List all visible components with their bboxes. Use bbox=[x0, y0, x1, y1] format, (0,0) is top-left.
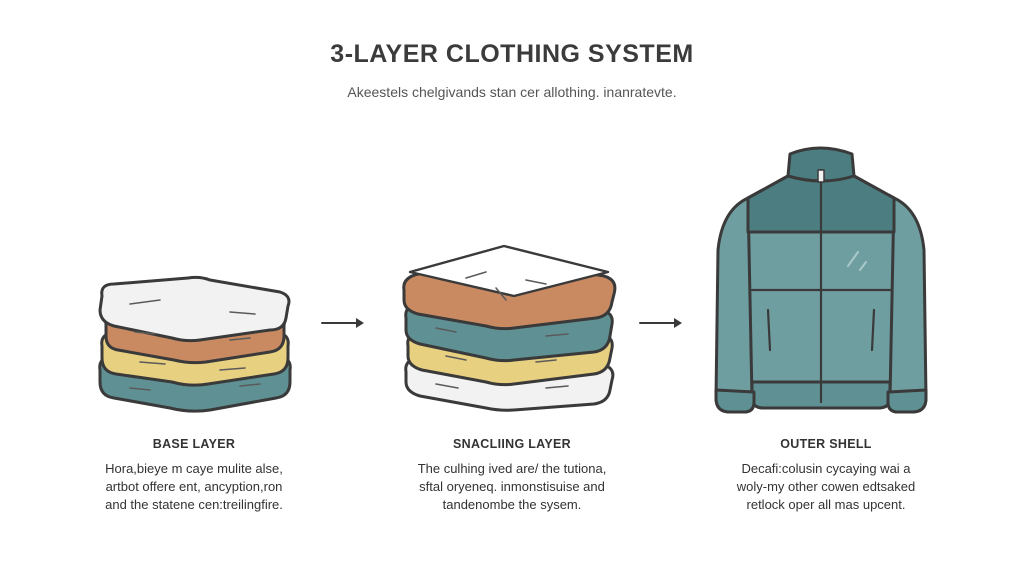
jacket-icon bbox=[714, 146, 928, 414]
folded-stack-icon bbox=[98, 275, 292, 413]
page-title: 3-LAYER CLOTHING SYSTEM bbox=[330, 40, 694, 68]
middle-layer-desc-line: The culhing ived are/ the tutiona, bbox=[417, 461, 607, 476]
middle-layer-desc-line: sftal oryeneq. inmonstisuise and bbox=[419, 479, 605, 494]
base-layer-desc-line: artbot offere ent, ancyption,ron bbox=[105, 479, 283, 494]
middle-layer-description: The culhing ived are/ the tutiona, sftal… bbox=[362, 460, 662, 514]
base-layer-label: BASE LAYER bbox=[152, 437, 236, 451]
layered-stack-icon bbox=[402, 244, 617, 412]
base-layer-desc-line: and the statene cen:treilingfire. bbox=[105, 497, 283, 512]
outer-shell-desc-line: retlock oper all mas upcent. bbox=[746, 497, 906, 512]
middle-layer-label: SNACLIING LAYER bbox=[453, 437, 571, 451]
arrow-right-icon bbox=[321, 318, 364, 328]
outer-shell-label: OUTER SHELL bbox=[780, 437, 872, 451]
middle-layer-desc-line: tandenombe the sysem. bbox=[442, 497, 582, 512]
base-layer-desc-line: Hora,bieye m caye mulite alse, bbox=[105, 461, 283, 476]
outer-shell-desc-line: woly-my other cowen edtsaked bbox=[736, 479, 916, 494]
base-layer-description: Hora,bieye m caye mulite alse, artbot of… bbox=[44, 460, 344, 514]
outer-shell-description: Decafi:colusin cycaying wai a woly-my ot… bbox=[676, 460, 976, 514]
outer-shell-desc-line: Decafi:colusin cycaying wai a bbox=[741, 461, 911, 476]
page-subtitle: Akeestels chelgivands stan cer allothing… bbox=[347, 84, 677, 100]
arrow-right-icon bbox=[639, 318, 682, 328]
